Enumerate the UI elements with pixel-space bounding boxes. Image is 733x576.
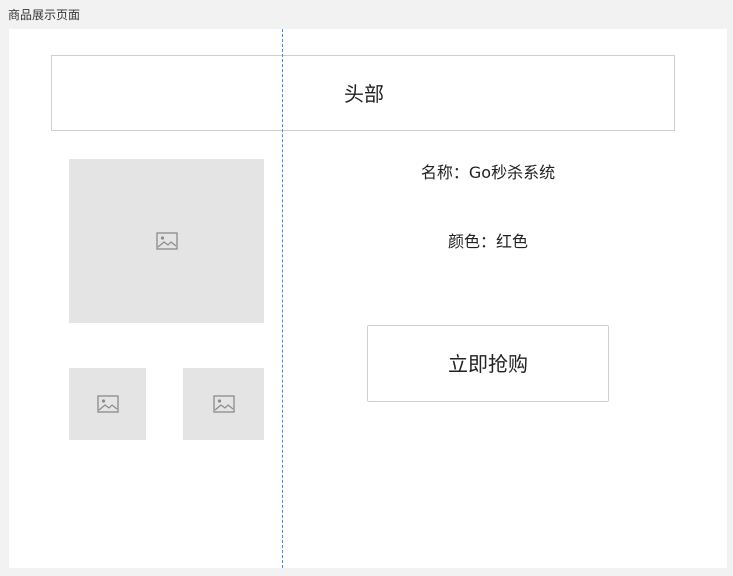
wireframe-canvas: 头部 名称：Go秒杀系统 颜色：红色 立即抢购 <box>9 29 727 568</box>
thumbnail-image-2[interactable] <box>183 368 264 440</box>
header-label: 头部 <box>344 82 384 106</box>
image-icon <box>155 232 178 250</box>
image-icon <box>212 395 235 413</box>
header-box: 头部 <box>51 55 675 131</box>
buy-now-button[interactable]: 立即抢购 <box>367 325 609 402</box>
product-name: 名称：Go秒杀系统 <box>420 163 556 182</box>
thumbnail-image-1[interactable] <box>69 368 146 440</box>
main-product-image[interactable] <box>69 159 264 323</box>
page-title: 商品展示页面 <box>8 8 81 22</box>
guide-line <box>282 29 283 568</box>
product-color: 颜色：红色 <box>447 232 528 251</box>
image-icon <box>96 395 119 413</box>
